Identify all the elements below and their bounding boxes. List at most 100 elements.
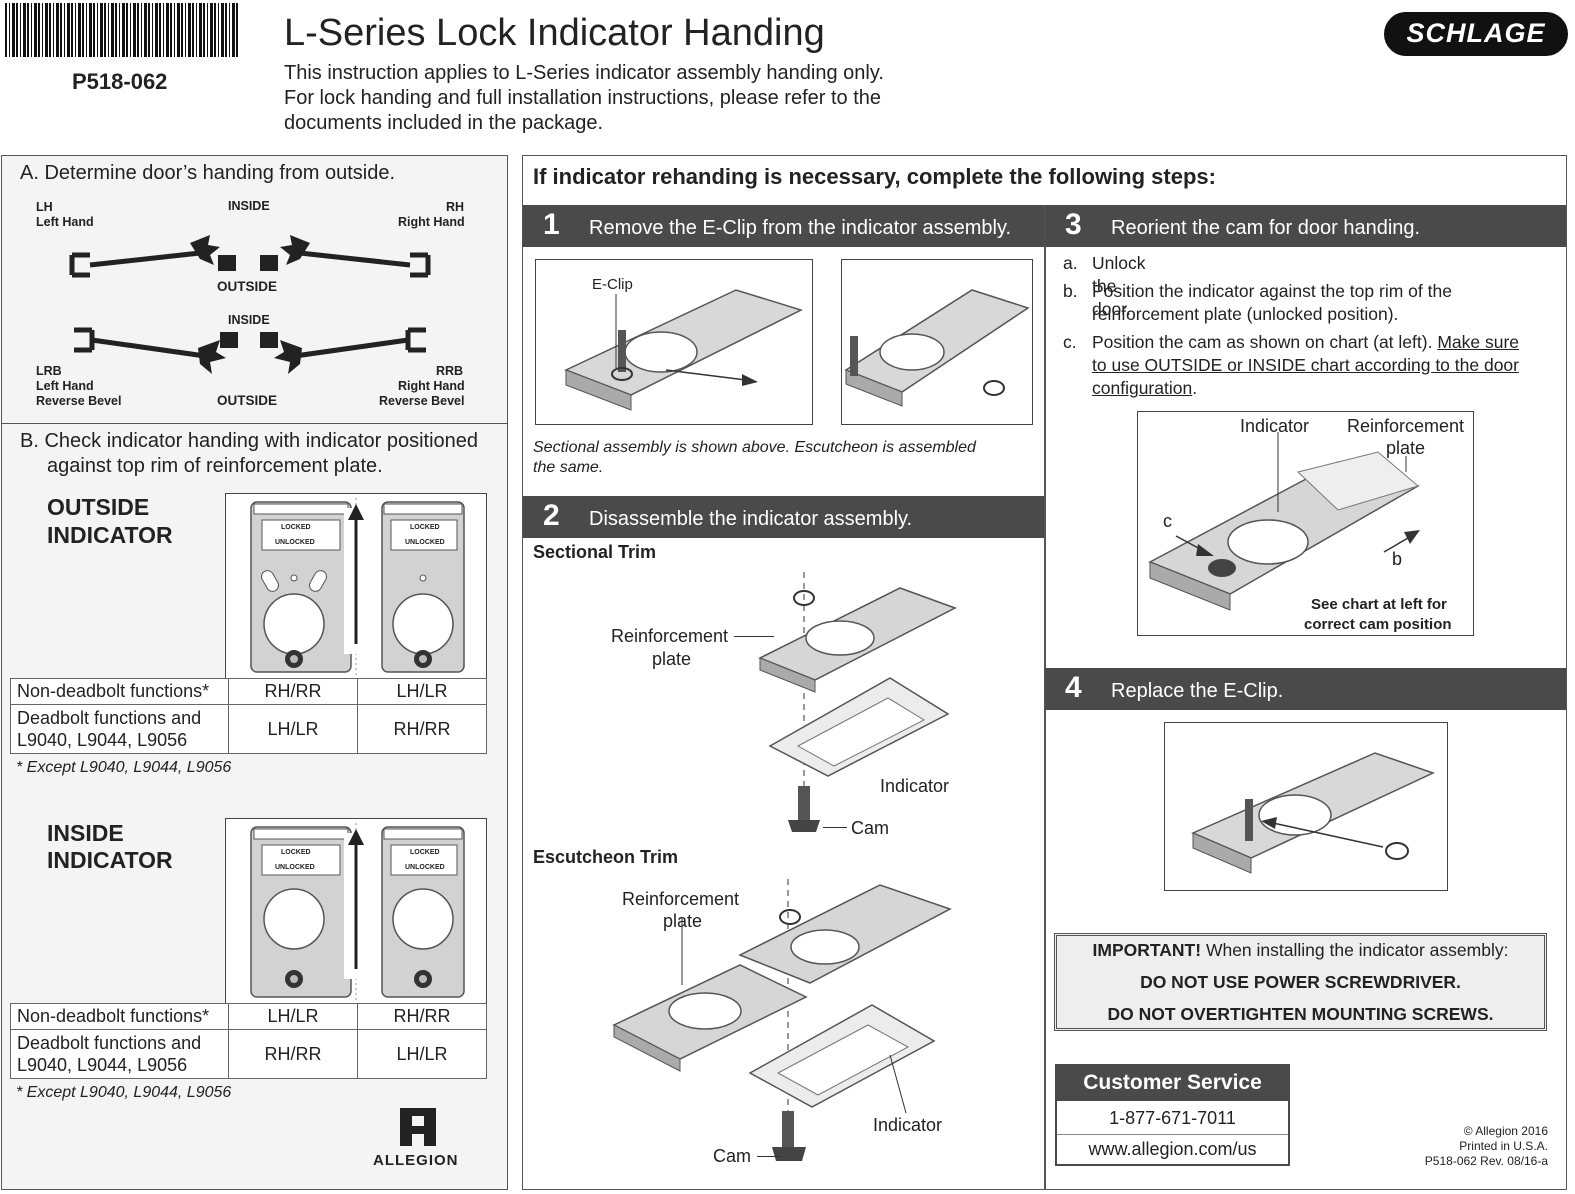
intro-line-2: For lock handing and full installation i… (284, 87, 882, 109)
step-1-note-2: the same. (533, 459, 604, 476)
row-label: Non-deadbolt functions* (10, 1003, 229, 1030)
fig-label-c: c (1163, 511, 1172, 531)
escutcheon-trim-label: Escutcheon Trim (533, 847, 679, 867)
cell-value: LH/LR (228, 704, 358, 754)
outside-label-bottom: OUTSIDE (217, 393, 278, 408)
fig-note-2: correct cam position (1304, 616, 1452, 633)
inside-footnote: * Except L9040, L9044, L9056 (16, 1084, 232, 1101)
customer-service-phone: 1-877-671-7011 (1109, 1108, 1236, 1128)
important-line-3: DO NOT OVERTIGHTEN MOUNTING SCREWS. (1107, 1004, 1494, 1024)
fig-indicator-label: Indicator (1240, 416, 1310, 436)
part-number: P518-062 (72, 69, 168, 94)
cell-value: RH/RR (357, 1003, 487, 1030)
outside-indicator-title-1: OUTSIDE (47, 494, 150, 520)
leader-line (757, 1156, 781, 1157)
fig-reinforcement-label-1: Reinforcement (1347, 416, 1465, 436)
step-4-text: Replace the E-Clip. (1111, 680, 1284, 702)
sectional-trim-label: Sectional Trim (533, 542, 657, 562)
inside-indicator-figure (225, 818, 487, 1004)
outside-handing-table: Non-deadbolt functions* RH/RR LH/LR Dead… (10, 678, 487, 754)
important-line-1: IMPORTANT! When installing the indicator… (1092, 940, 1509, 960)
step-2-bar: 2 Disassemble the indicator assembly. (523, 496, 1044, 538)
reinforcement-label-2: plate (652, 649, 692, 669)
inside-indicator-title-1: INSIDE (47, 820, 124, 846)
cell-value: RH/RR (357, 704, 487, 754)
step-3-figure (1137, 411, 1474, 636)
door-handing-diagram-top (69, 235, 431, 278)
step-2-number: 2 (543, 499, 560, 532)
step-1-figure-a (535, 259, 813, 425)
customer-service-web[interactable]: www.allegion.com/us (1088, 1139, 1257, 1159)
step-2-text: Disassemble the indicator assembly. (589, 508, 913, 530)
step-3-list: a. Unlock the door. b. Position the indi… (1063, 252, 1520, 403)
cell-value: RH/RR (228, 678, 358, 705)
fig-label-b: b (1392, 549, 1403, 569)
cell-value: RH/RR (228, 1029, 358, 1079)
lh-sub-label: Left Hand (36, 215, 94, 229)
rh-label: RH (446, 200, 465, 214)
step-4-number: 4 (1065, 671, 1082, 704)
indicator-plate-left (250, 826, 352, 998)
lrb-sub-label-2: Reverse Bevel (36, 394, 122, 408)
vertical-divider (1044, 205, 1046, 1189)
outside-locked-label-2: LOCKED (410, 524, 440, 531)
footer-revision: P518-062 Rev. 08/16-a (1424, 1154, 1548, 1168)
important-box (1054, 933, 1547, 1031)
step-3-item-a: a. Unlock the door. (1063, 253, 1146, 319)
outside-indicator-figure (225, 493, 487, 679)
lh-label: LH (36, 200, 53, 214)
step-3-number: 3 (1065, 208, 1082, 241)
step-3-item-c: c. Position the cam as shown on chart (a… (1063, 332, 1520, 398)
cam-label: Cam (851, 818, 890, 838)
step-4-figure (1164, 722, 1448, 891)
allegion-logo-text: ALLEGION (373, 1152, 459, 1169)
outside-footnote: * Except L9040, L9044, L9056 (16, 759, 232, 776)
outside-indicator-title-2: INDICATOR (47, 522, 173, 548)
inside-handing-table: Non-deadbolt functions* LH/LR RH/RR Dead… (10, 1003, 487, 1079)
rh-sub-label: Right Hand (398, 215, 465, 229)
cell-value: LH/LR (357, 678, 487, 705)
step-1-figure-b (841, 259, 1033, 425)
esc-reinforcement-label-2: plate (663, 911, 703, 931)
inside-locked-label-1: LOCKED (281, 849, 311, 856)
section-b-heading-2: against top rim of reinforcement plate. (47, 455, 383, 477)
row-label: Non-deadbolt functions* (10, 678, 229, 705)
steps-panel (522, 155, 1567, 1190)
indicator-plate-left (250, 501, 352, 673)
reinforcement-label-1: Reinforcement (611, 626, 729, 646)
outside-unlocked-label-2: UNLOCKED (405, 539, 445, 546)
cs-divider (1057, 1134, 1288, 1135)
outside-unlocked-label-1: UNLOCKED (275, 539, 315, 546)
barcode (5, 3, 238, 57)
leader-line (823, 827, 847, 828)
door-handing-diagram-bottom (74, 327, 426, 374)
allegion-logo-icon (400, 1108, 436, 1146)
inside-indicator-title-2: INDICATOR (47, 847, 173, 873)
sectional-exploded-diagram (758, 572, 957, 832)
step-3-text: Reorient the cam for door handing. (1111, 217, 1421, 239)
leader-line (734, 636, 774, 637)
steps-header: If indicator rehanding is necessary, com… (533, 164, 1216, 189)
indicator-label: Indicator (880, 776, 950, 796)
rrb-label: RRB (436, 364, 464, 378)
fig-note-1: See chart at left for (1311, 596, 1447, 613)
outside-label-top: OUTSIDE (217, 279, 278, 294)
inside-unlocked-label-1: UNLOCKED (275, 864, 315, 871)
step-1-text: Remove the E-Clip from the indicator ass… (589, 217, 1012, 239)
cell-value: LH/LR (357, 1029, 487, 1079)
step-1-bar: 1 Remove the E-Clip from the indicator a… (523, 205, 1044, 247)
cell-value: LH/LR (228, 1003, 358, 1030)
page-title: L-Series Lock Indicator Handing (284, 12, 825, 54)
step-3-item-b: b. Position the indicator against the to… (1063, 281, 1452, 324)
inside-unlocked-label-2: UNLOCKED (405, 864, 445, 871)
step-4-bar: 4 Replace the E-Clip. (1045, 668, 1566, 710)
outside-locked-label-1: LOCKED (281, 524, 311, 531)
lrb-sub-label-1: Left Hand (36, 379, 94, 393)
esc-cam-label: Cam (713, 1146, 752, 1166)
inside-label-bottom: INSIDE (228, 313, 270, 327)
footer-copyright: © Allegion 2016 (1463, 1124, 1548, 1138)
